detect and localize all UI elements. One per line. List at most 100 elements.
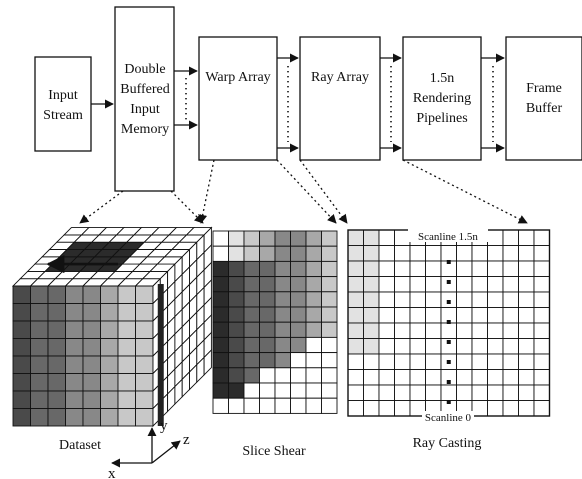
shear-cell (305, 367, 322, 384)
raycast-cell (378, 276, 395, 293)
raycast-cell (378, 322, 395, 339)
raycast-cell (456, 384, 473, 401)
raycast-cell (347, 369, 364, 386)
shear-cell (274, 321, 291, 338)
raycast-cell (502, 322, 519, 339)
raycast-cell (518, 322, 535, 339)
raycast-cell (456, 353, 473, 370)
shear-cell (290, 336, 307, 354)
raycast-cell (502, 338, 519, 355)
shear-cell (243, 321, 260, 338)
scanline-top-bg (408, 229, 488, 242)
shear-cell (305, 230, 322, 247)
block-label: Warp Array (205, 70, 270, 85)
raycast-cell (363, 276, 380, 293)
shear-cell (321, 352, 338, 369)
shear-cell (228, 276, 245, 293)
cube-front-voxel (100, 320, 119, 339)
cube-front-voxel (117, 303, 136, 322)
shear-cell (228, 397, 245, 414)
raycast-cell (533, 260, 550, 277)
shear-cell (305, 352, 322, 369)
shear-cell (243, 397, 260, 414)
shear-cell (321, 321, 338, 338)
shear-cell (212, 306, 229, 323)
shear-cell (305, 382, 322, 399)
raycast-cell (471, 322, 488, 339)
raycast-cell (378, 369, 395, 386)
cube-front-voxel (117, 408, 136, 427)
shear-cell (212, 352, 229, 369)
cube-front-voxel (30, 338, 49, 357)
raycast-cell (471, 369, 488, 386)
shear-cell (274, 367, 291, 384)
shear-cell (321, 336, 338, 354)
raycast-cell (518, 245, 535, 262)
raycast-cell (394, 400, 411, 417)
raycast-cell (518, 307, 535, 324)
raycast-cell (502, 260, 519, 277)
shear-cell (321, 245, 338, 262)
ray-sample-point (446, 400, 451, 404)
block-label-line: Double (124, 62, 165, 77)
shear-cell (305, 336, 322, 354)
raycast-cell (533, 400, 550, 417)
raycast-cell (518, 260, 535, 277)
shear-cell (228, 306, 245, 323)
cube-front-voxel (12, 285, 31, 304)
shear-cell (259, 245, 276, 262)
raycast-cell (347, 229, 364, 246)
cube-front-voxel (82, 338, 101, 357)
raycast-cell (347, 245, 364, 262)
cube-front-voxel (12, 390, 31, 409)
raycast-cell (440, 291, 457, 308)
shear-cell (321, 306, 338, 323)
shear-cell (243, 382, 260, 399)
shear-cell (321, 382, 338, 399)
raycast-cell (394, 322, 411, 339)
raycast-cell (533, 369, 550, 386)
cube-front-voxel (65, 408, 84, 427)
shear-cell (259, 367, 276, 384)
shear-cell (259, 260, 276, 278)
shear-cell (212, 382, 229, 399)
shear-cell (321, 397, 338, 414)
cube-front-voxel (65, 390, 84, 409)
shear-cell (259, 276, 276, 293)
raycast-cell (347, 260, 364, 277)
raycast-cell (363, 353, 380, 370)
raycast-cell (502, 291, 519, 308)
raycast-cell (394, 369, 411, 386)
ray-casting-caption: Ray Casting (413, 436, 482, 451)
raycast-cell (363, 245, 380, 262)
shear-cell (259, 321, 276, 338)
z-axis-arrow (151, 440, 181, 464)
raycast-cell (425, 369, 442, 386)
shear-cell (305, 291, 322, 308)
raycast-cell (471, 400, 488, 417)
cube-front-voxel (12, 338, 31, 357)
cube-front-voxel (65, 355, 84, 374)
block-label-line: Memory (121, 122, 169, 137)
shear-cell (212, 260, 229, 278)
raycast-cell (409, 276, 426, 293)
raycast-cell (425, 291, 442, 308)
shear-cell (243, 260, 260, 278)
shear-cell (228, 336, 245, 354)
cube-front-voxel (117, 390, 136, 409)
raycast-cell (487, 245, 504, 262)
raycast-cell (378, 384, 395, 401)
raycast-cell (425, 307, 442, 324)
cube-front-voxel (30, 320, 49, 339)
raycast-cell (394, 384, 411, 401)
raycast-cell (533, 353, 550, 370)
raycast-cell (533, 291, 550, 308)
raycast-cell (347, 353, 364, 370)
cube-front-voxel (47, 390, 66, 409)
raycast-cell (533, 307, 550, 324)
cube-front-voxel (100, 338, 119, 357)
shear-cell (228, 291, 245, 308)
